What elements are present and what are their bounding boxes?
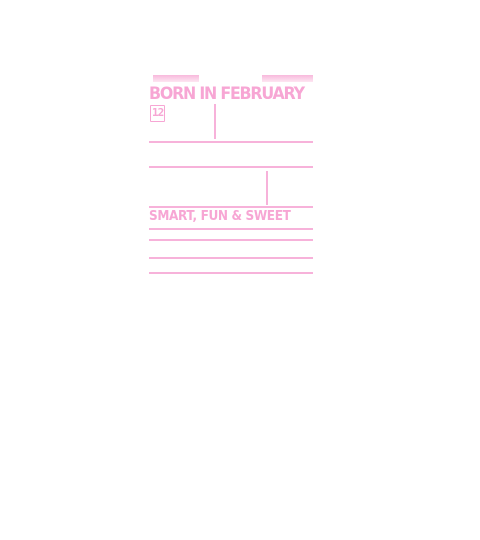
- divider-line: [149, 141, 313, 143]
- divider-line: [149, 206, 313, 208]
- divider-line: [149, 257, 313, 259]
- divider-line: [149, 166, 313, 168]
- divider-line: [149, 239, 313, 241]
- divider-vertical-top: [214, 104, 216, 139]
- tagline-smart-fun-sweet: SMART, FUN & SWEET: [149, 209, 291, 224]
- divider-line: [149, 228, 313, 230]
- headline-born-in-february: BORN IN FEBRUARY: [149, 84, 305, 104]
- top-bar-left: [153, 75, 199, 82]
- birthday-graphic: BORN IN FEBRUARY 12 SMART, FUN & SWEET: [149, 74, 313, 276]
- divider-line: [149, 272, 313, 274]
- divider-vertical-middle: [266, 171, 268, 205]
- top-bar-right: [262, 75, 313, 82]
- day-number-badge: 12: [150, 105, 166, 122]
